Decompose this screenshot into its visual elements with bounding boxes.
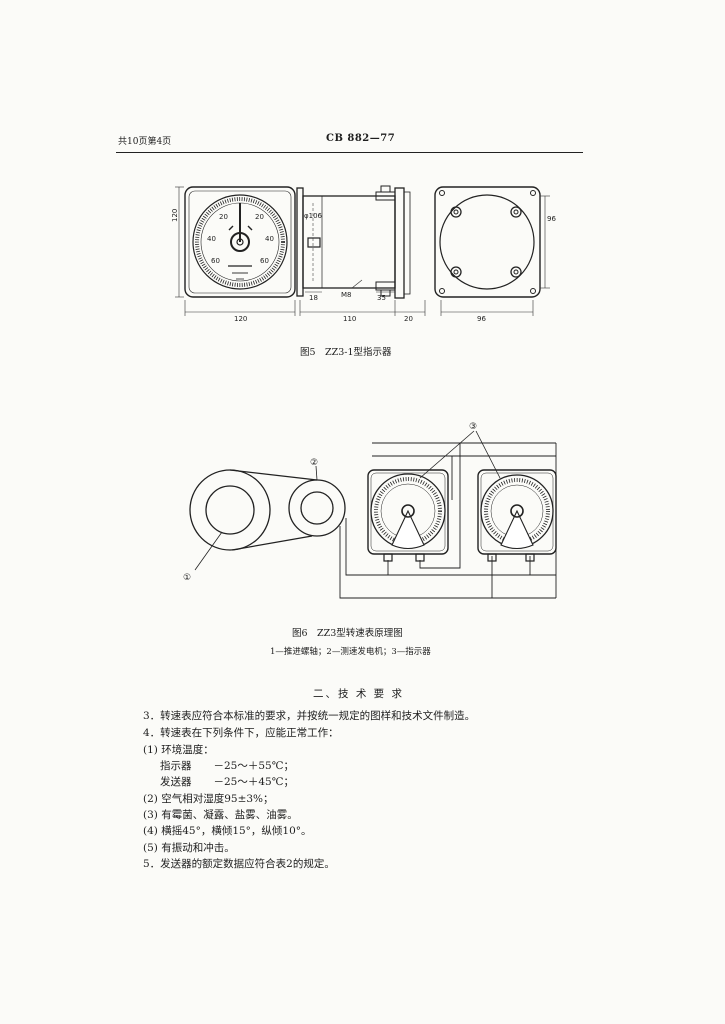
front-view — [184, 186, 296, 298]
temp-sender-value: －25～＋45℃； — [213, 776, 294, 788]
depth-dim: 110 — [343, 315, 356, 323]
clause-4-5: (5) 有振动和冲击。 — [143, 842, 235, 854]
dial-label: 20 — [219, 213, 228, 221]
temp-sender-label: 发送器 — [160, 776, 192, 788]
clause-4-2: (2) 空气相对湿度95±3%； — [143, 793, 274, 805]
stud-dim: 35 — [377, 294, 386, 302]
clause-5: 5．发送器的额定数据应符合表2的规定。 — [143, 858, 335, 870]
header-rule — [116, 152, 583, 153]
rear-dim: 20 — [404, 315, 413, 323]
thread-dim: M8 — [341, 291, 352, 299]
figure6-drawing: ③ ② ① — [183, 422, 557, 599]
dial-label: 60 — [260, 257, 269, 265]
clause-4-4: (4) 横摇45°，横倾15°，纵倾10°。 — [143, 825, 312, 837]
side-dimensions — [299, 279, 426, 316]
figure6-caption: 图6 ZZ3型转速表原理图 — [292, 628, 403, 639]
temp-indicator-label: 指示器 — [160, 760, 192, 772]
indicator-1 — [367, 469, 449, 562]
figure6-legend: 1—推进螺轴；2—测速发电机；3—指示器 — [270, 647, 431, 657]
front-dimensions — [175, 186, 296, 316]
leader-lines — [194, 430, 501, 571]
figure5-drawing: 20 20 40 40 60 60 120 120 — [171, 185, 556, 323]
page-count: 共10页第4页 — [118, 137, 172, 147]
clause-4: 4．转速表在下列条件下，应能正常工作： — [143, 727, 339, 739]
diameter-dim: φ106 — [304, 212, 323, 220]
dial-label: 40 — [265, 235, 274, 243]
wiring — [339, 442, 557, 599]
temp-indicator-value: －25～＋55℃； — [213, 760, 294, 772]
back-view — [434, 186, 541, 298]
marker-shaft: ① — [183, 573, 191, 583]
speed-generator — [288, 479, 346, 537]
front-height-dim: 120 — [171, 209, 179, 222]
clause-3: 3．转速表应符合本标准的要求，并按统一规定的图样和技术文件制造。 — [143, 710, 476, 722]
temp-indicator-row: 指示器 －25～＋55℃； — [160, 758, 294, 773]
dial-label: 40 — [207, 235, 216, 243]
clause-4-3: (3) 有霉菌、凝露、盐雾、油雾。 — [143, 809, 298, 821]
back-height-dim: 96 — [547, 215, 556, 223]
marker-generator: ② — [310, 458, 318, 468]
indicator-2 — [477, 469, 557, 562]
front-width-dim: 120 — [234, 315, 247, 323]
propeller-shaft — [189, 469, 271, 551]
section-title: 二、技 术 要 求 — [313, 688, 405, 700]
dial-labels: 20 20 40 40 60 60 — [207, 213, 274, 265]
belt — [229, 469, 318, 551]
temp-sender-row: 发送器 －25～＋45℃； — [160, 774, 294, 789]
dial-label: 60 — [211, 257, 220, 265]
flange-dim: 18 — [309, 294, 318, 302]
back-width-dim: 96 — [477, 315, 486, 323]
marker-indicator: ③ — [469, 422, 477, 432]
dial-label: 20 — [255, 213, 264, 221]
back-dimensions — [440, 195, 550, 316]
standard-number: CB 882—77 — [326, 133, 396, 144]
side-view — [296, 185, 411, 299]
figure5-caption: 图5 ZZ3-1型指示器 — [300, 347, 392, 358]
clause-4-1: (1) 环境温度： — [143, 744, 214, 756]
